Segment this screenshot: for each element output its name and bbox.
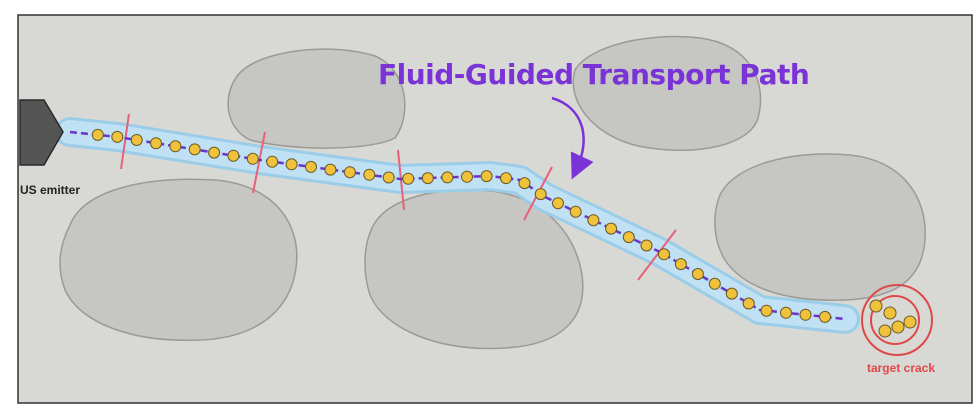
particle [725, 287, 738, 300]
rock-grain [714, 153, 926, 301]
particle [760, 304, 773, 317]
particle [246, 152, 259, 165]
particle [402, 172, 415, 185]
diagram-title: Fluid-Guided Transport Path [378, 58, 809, 91]
ultrasound-emitter-icon [19, 99, 64, 166]
rock-grain [572, 35, 762, 151]
rock-grain [59, 178, 298, 342]
wave-front-marker [637, 229, 677, 281]
particle [691, 268, 704, 280]
particle [441, 171, 454, 184]
particle [552, 197, 564, 210]
particle [91, 128, 104, 141]
particle [208, 146, 221, 159]
particle [534, 188, 547, 201]
particle [500, 172, 512, 185]
rock-grain [227, 48, 406, 149]
cluster-particle [891, 320, 905, 334]
particle [799, 308, 812, 321]
particle [363, 168, 376, 181]
particle [708, 277, 721, 290]
target-crack-icon [861, 284, 933, 356]
particle [674, 258, 687, 271]
ultrasound-emitter: US emitter [19, 99, 80, 197]
particle [169, 140, 182, 153]
cluster-particle [878, 324, 892, 338]
particle [640, 239, 653, 252]
particle [658, 248, 670, 261]
cluster-particle [903, 315, 917, 329]
emitter-label: US emitter [20, 183, 80, 197]
particle [518, 177, 531, 190]
particle [421, 172, 434, 185]
particle-stream [91, 128, 831, 323]
target-label: target crack [867, 361, 935, 375]
curved-arrow-icon [551, 96, 594, 180]
particle [569, 205, 582, 218]
particle [227, 149, 240, 162]
particle [111, 130, 124, 143]
particle [266, 155, 279, 168]
rock-grains [59, 35, 926, 350]
particle [188, 143, 201, 156]
particle [461, 170, 473, 183]
particle [382, 171, 395, 184]
particle [819, 310, 831, 323]
particle [480, 170, 493, 183]
target-crack: target crack [861, 284, 935, 375]
particle [343, 166, 356, 179]
particle [285, 158, 298, 171]
wave-front-marker [252, 131, 266, 194]
particle [780, 306, 792, 319]
particle [622, 231, 635, 244]
particle [742, 297, 755, 310]
wave-front-marker [120, 113, 130, 170]
cluster-particle [883, 306, 897, 320]
cluster-particle [869, 299, 883, 313]
particle [605, 222, 618, 235]
particle [324, 163, 337, 176]
particle [130, 134, 143, 146]
particle [305, 160, 317, 173]
particle [150, 137, 162, 150]
particle [587, 214, 600, 227]
